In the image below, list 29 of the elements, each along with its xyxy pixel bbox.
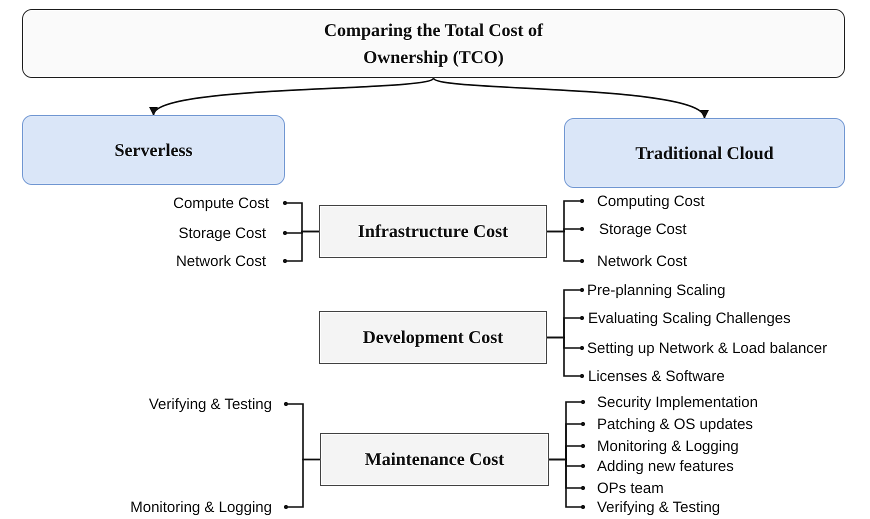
- cost-item-text: Verifying & Testing: [583, 497, 843, 517]
- title-box: Comparing the Total Cost of Ownership (TCO): [22, 9, 845, 78]
- cost-item-text: Security Implementation: [583, 392, 843, 412]
- cost-item-text: OPs team: [583, 478, 843, 498]
- cost-item-text: Adding new features: [583, 456, 843, 476]
- cost-item-text: Storage Cost: [110, 223, 285, 243]
- cost-item-text: Patching & OS updates: [583, 414, 843, 434]
- cost-item-text: Network Cost: [110, 251, 285, 271]
- bracket-connector: [547, 336, 584, 378]
- cost-item-text: Pre-planning Scaling: [582, 280, 868, 300]
- bracket-connector: [284, 458, 320, 509]
- cost-category-box: Infrastructure Cost: [319, 205, 547, 258]
- cost-item-text: Verifying & Testing: [100, 394, 286, 414]
- cost-item-text: Compute Cost: [110, 193, 285, 213]
- cost-item-text: Network Cost: [582, 251, 842, 271]
- cost-item-text: Licenses & Software: [582, 366, 868, 386]
- cost-item-text: Evaluating Scaling Challenges: [582, 308, 868, 328]
- cost-item-text: Computing Cost: [582, 191, 842, 211]
- bracket-connector: [283, 230, 319, 263]
- platform-box: Serverless: [22, 115, 285, 185]
- cost-item-text: Storage Cost: [582, 219, 842, 239]
- bracket-connector: [547, 230, 584, 263]
- cost-item-text: Monitoring & Logging: [80, 497, 286, 517]
- cost-category-box: Maintenance Cost: [320, 433, 549, 486]
- cost-item-text: Monitoring & Logging: [583, 436, 843, 456]
- cost-item-text: Setting up Network & Load balancer: [582, 338, 868, 358]
- bracket-connector: [549, 458, 585, 509]
- platform-box: Traditional Cloud: [564, 118, 845, 188]
- cost-category-box: Development Cost: [319, 311, 547, 364]
